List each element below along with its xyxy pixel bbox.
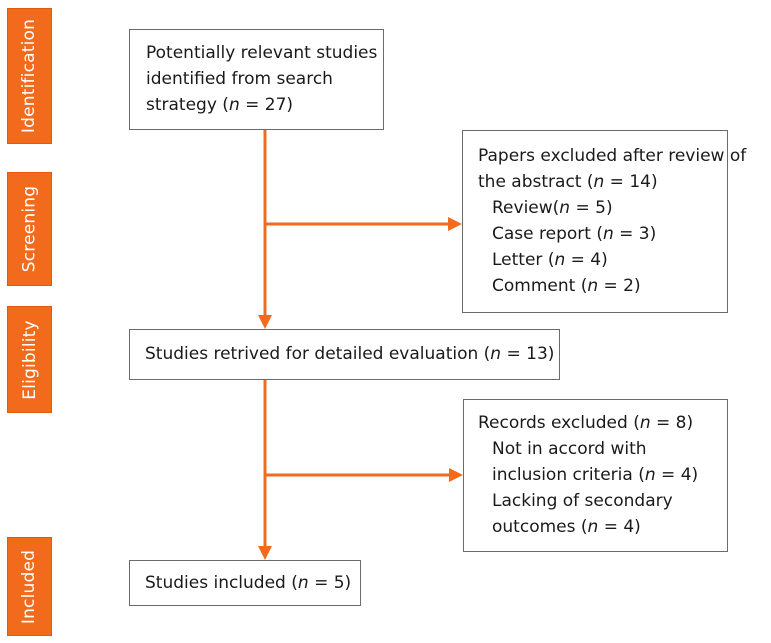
- box-excluded-abstract: Papers excluded after review of the abst…: [462, 130, 747, 313]
- phase-label-included: Included: [7, 537, 52, 636]
- excl-records-line-4: Lacking of secondary: [492, 491, 673, 511]
- identified-line-3: strategy (n = 27): [146, 95, 294, 115]
- excl-records-line-5: outcomes (n = 4): [492, 517, 641, 537]
- box-excluded-records: Records excluded (n = 8) Not in accord w…: [463, 399, 728, 552]
- box-included-studies: Studies included (n = 5): [129, 560, 361, 606]
- arrowhead-excluded-records: [449, 468, 463, 482]
- excl-records-line-2: Not in accord with: [492, 439, 647, 459]
- arrowhead-included: [258, 546, 272, 560]
- excl-abstract-item-comment: Comment (n = 2): [492, 276, 641, 296]
- phase-label-identification: Identification: [7, 8, 52, 144]
- included-line: Studies included (n = 5): [145, 573, 352, 593]
- excl-abstract-item-case-report: Case report (n = 3): [492, 224, 657, 244]
- identified-line-2: identified from search: [146, 69, 333, 89]
- excl-records-line-1: Records excluded (n = 8): [478, 413, 694, 433]
- excl-records-line-3: inclusion criteria (n = 4): [492, 465, 699, 485]
- excl-abstract-item-letter: Letter (n = 4): [492, 250, 608, 270]
- phase-label-eligibility: Eligibility: [7, 306, 52, 413]
- retrieved-line: Studies retrived for detailed evaluation…: [145, 344, 555, 364]
- excl-abstract-line-1: Papers excluded after review of: [478, 146, 747, 166]
- arrowhead-retrieved: [258, 315, 272, 329]
- excl-abstract-item-review: Review(n = 5): [492, 198, 613, 218]
- box-identified-studies: Potentially relevant studies identified …: [129, 29, 384, 130]
- excl-abstract-line-2: the abstract (n = 14): [478, 172, 658, 192]
- identified-line-1: Potentially relevant studies: [146, 43, 378, 63]
- box-retrieved-studies: Studies retrived for detailed evaluation…: [129, 329, 560, 380]
- phase-label-screening: Screening: [7, 172, 52, 286]
- arrowhead-excluded-abstract: [448, 217, 462, 231]
